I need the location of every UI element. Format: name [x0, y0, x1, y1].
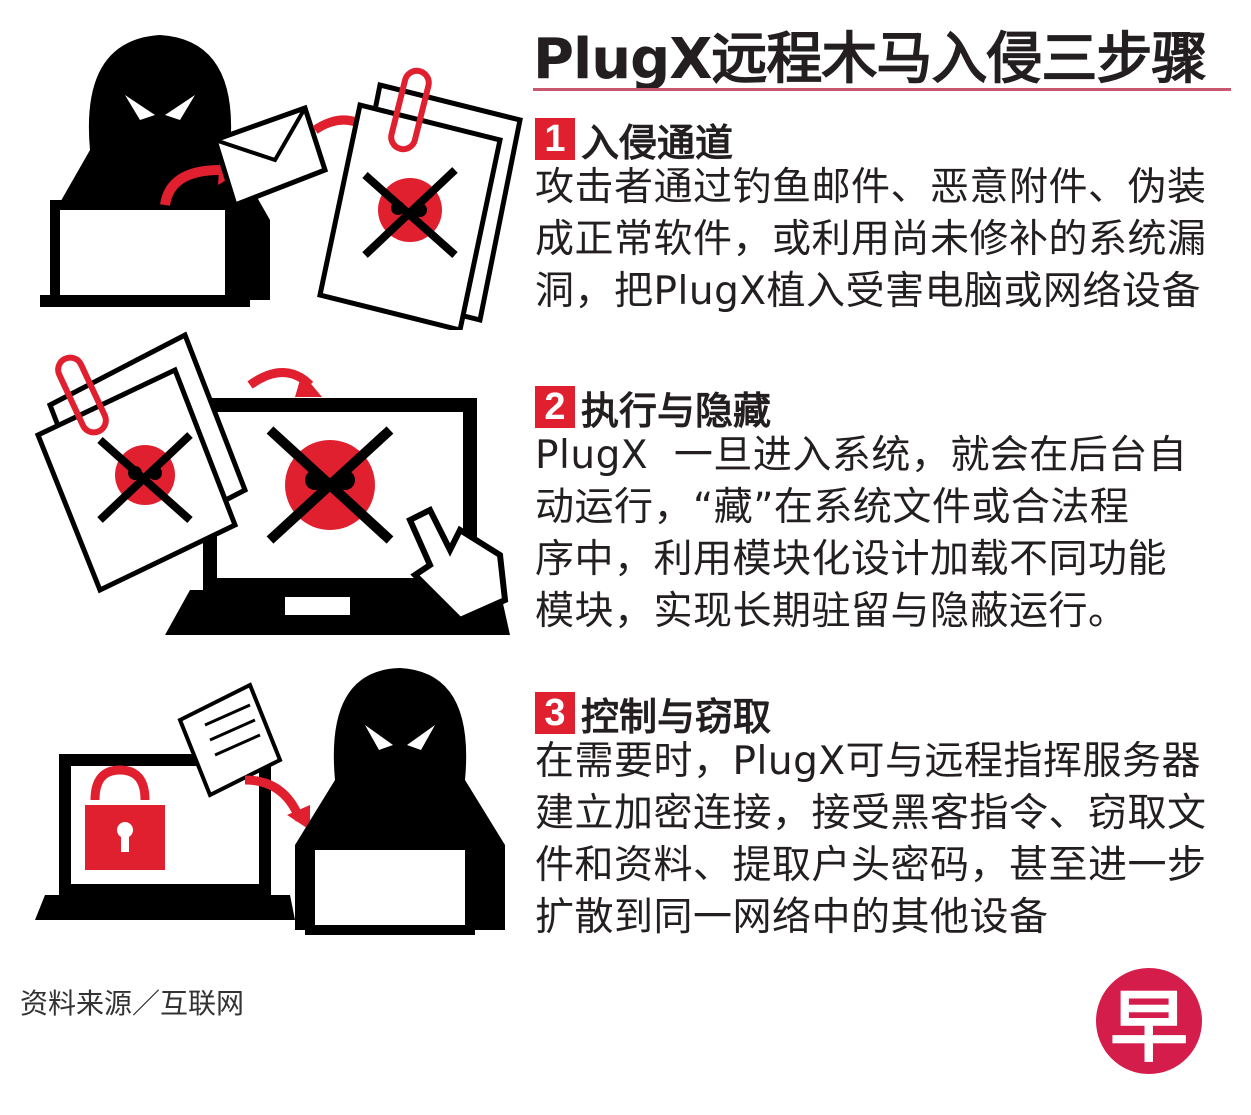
step-text-line: 建立加密连接，接受黑客指令、窃取文: [535, 791, 1207, 836]
step-text-line: 洞，把PlugX植入受害电脑或网络设备: [535, 269, 1202, 314]
illustration-step-1: [40, 35, 523, 330]
step-text-line: 在需要时，PlugX可与远程指挥服务器: [535, 739, 1202, 784]
page-title: PlugX远程木马入侵三步骤: [533, 27, 1207, 92]
step-text-line: 序中，利用模块化设计加载不同功能: [535, 537, 1168, 582]
source-credit: 资料来源／互联网: [20, 987, 245, 1020]
step-text-line: 成正常软件，或利用尚未修补的系统漏: [535, 217, 1207, 262]
step-heading: 入侵通道: [581, 120, 734, 165]
step-text-line: 扩散到同一网络中的其他设备: [535, 895, 1049, 940]
step-text-line: PlugX 一旦进入系统，就会在后台自: [535, 433, 1188, 478]
title-divider: [533, 88, 1231, 91]
step-text-line: 动运行，“藏”在系统文件或合法程: [535, 485, 1130, 530]
infected-document-icon: [34, 331, 249, 594]
unlocked-padlock-icon: [85, 765, 165, 870]
step-number-badge: 3: [535, 692, 575, 734]
illustration-step-2: [34, 331, 510, 635]
illustration-step-3: [35, 668, 505, 935]
step-heading: 控制与窃取: [581, 694, 772, 739]
step-heading: 执行与隐藏: [581, 388, 772, 433]
arrow-icon: [160, 165, 221, 207]
hand-cursor-icon: [406, 505, 509, 624]
step-text-line: 件和资料、提取户头密码，甚至进一步: [535, 843, 1207, 888]
step-2: 2 执行与隐藏 PlugX 一旦进入系统，就会在后台自 动运行，“藏”在系统文件…: [535, 384, 1235, 638]
infected-document-icon: [317, 67, 523, 330]
document-icon: [177, 682, 283, 798]
step-number-badge: 2: [535, 386, 575, 428]
hacker-icon: [295, 668, 505, 935]
laptop-icon: [40, 200, 250, 307]
step-3: 3 控制与窃取 在需要时，PlugX可与远程指挥服务器 建立加密连接，接受黑客指…: [535, 690, 1235, 944]
step-text-line: 模块，实现长期驻留与隐蔽运行。: [535, 589, 1128, 634]
step-1: 1 入侵通道 攻击者通过钓鱼邮件、恶意附件、伪装 成正常软件，或利用尚未修补的系…: [535, 116, 1235, 318]
skull-icon: [266, 426, 394, 544]
step-number-badge: 1: [535, 118, 575, 160]
envelope-icon: [211, 104, 329, 209]
step-text-line: 攻击者通过钓鱼邮件、恶意附件、伪装: [535, 165, 1207, 210]
publisher-logo: 早: [1096, 968, 1202, 1074]
